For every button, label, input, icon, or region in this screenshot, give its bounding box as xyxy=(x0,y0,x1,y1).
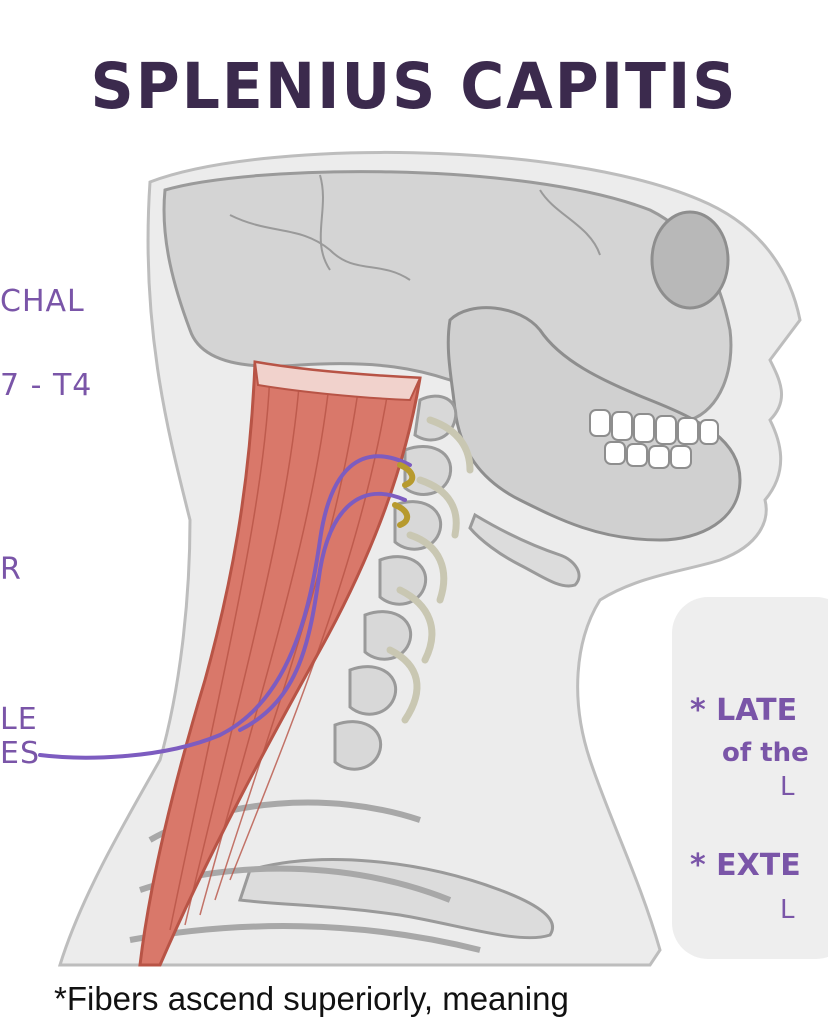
eye-socket xyxy=(650,210,730,310)
info-item-extension-mark: L xyxy=(780,895,795,925)
nerve-roots xyxy=(392,462,416,528)
info-item-lateral-mark: L xyxy=(780,772,795,802)
page-title: SPLENIUS CAPITIS xyxy=(90,50,738,124)
note-muscle-fibres-1: LE xyxy=(0,702,38,737)
cervical-spine xyxy=(333,394,458,771)
info-item-lateral-sub: of the xyxy=(722,738,809,768)
info-panel xyxy=(672,597,828,959)
cervical-nerves xyxy=(386,416,474,724)
note-origin-nuchal: CHAL xyxy=(0,284,85,319)
note-muscle-fibres-2: ES xyxy=(0,736,40,771)
caption: *Fibers ascend superiorly, meaning xyxy=(54,980,569,1017)
teeth xyxy=(589,409,719,469)
info-item-extension: * EXTE xyxy=(690,848,801,883)
info-item-lateral: * LATE xyxy=(690,693,798,728)
clavicle xyxy=(237,858,554,940)
innervating-nerves xyxy=(38,454,412,760)
note-nerve: R xyxy=(0,552,22,587)
note-origin-vertebrae: 7 - T4 xyxy=(0,368,93,403)
hyoid-bone xyxy=(468,512,581,588)
